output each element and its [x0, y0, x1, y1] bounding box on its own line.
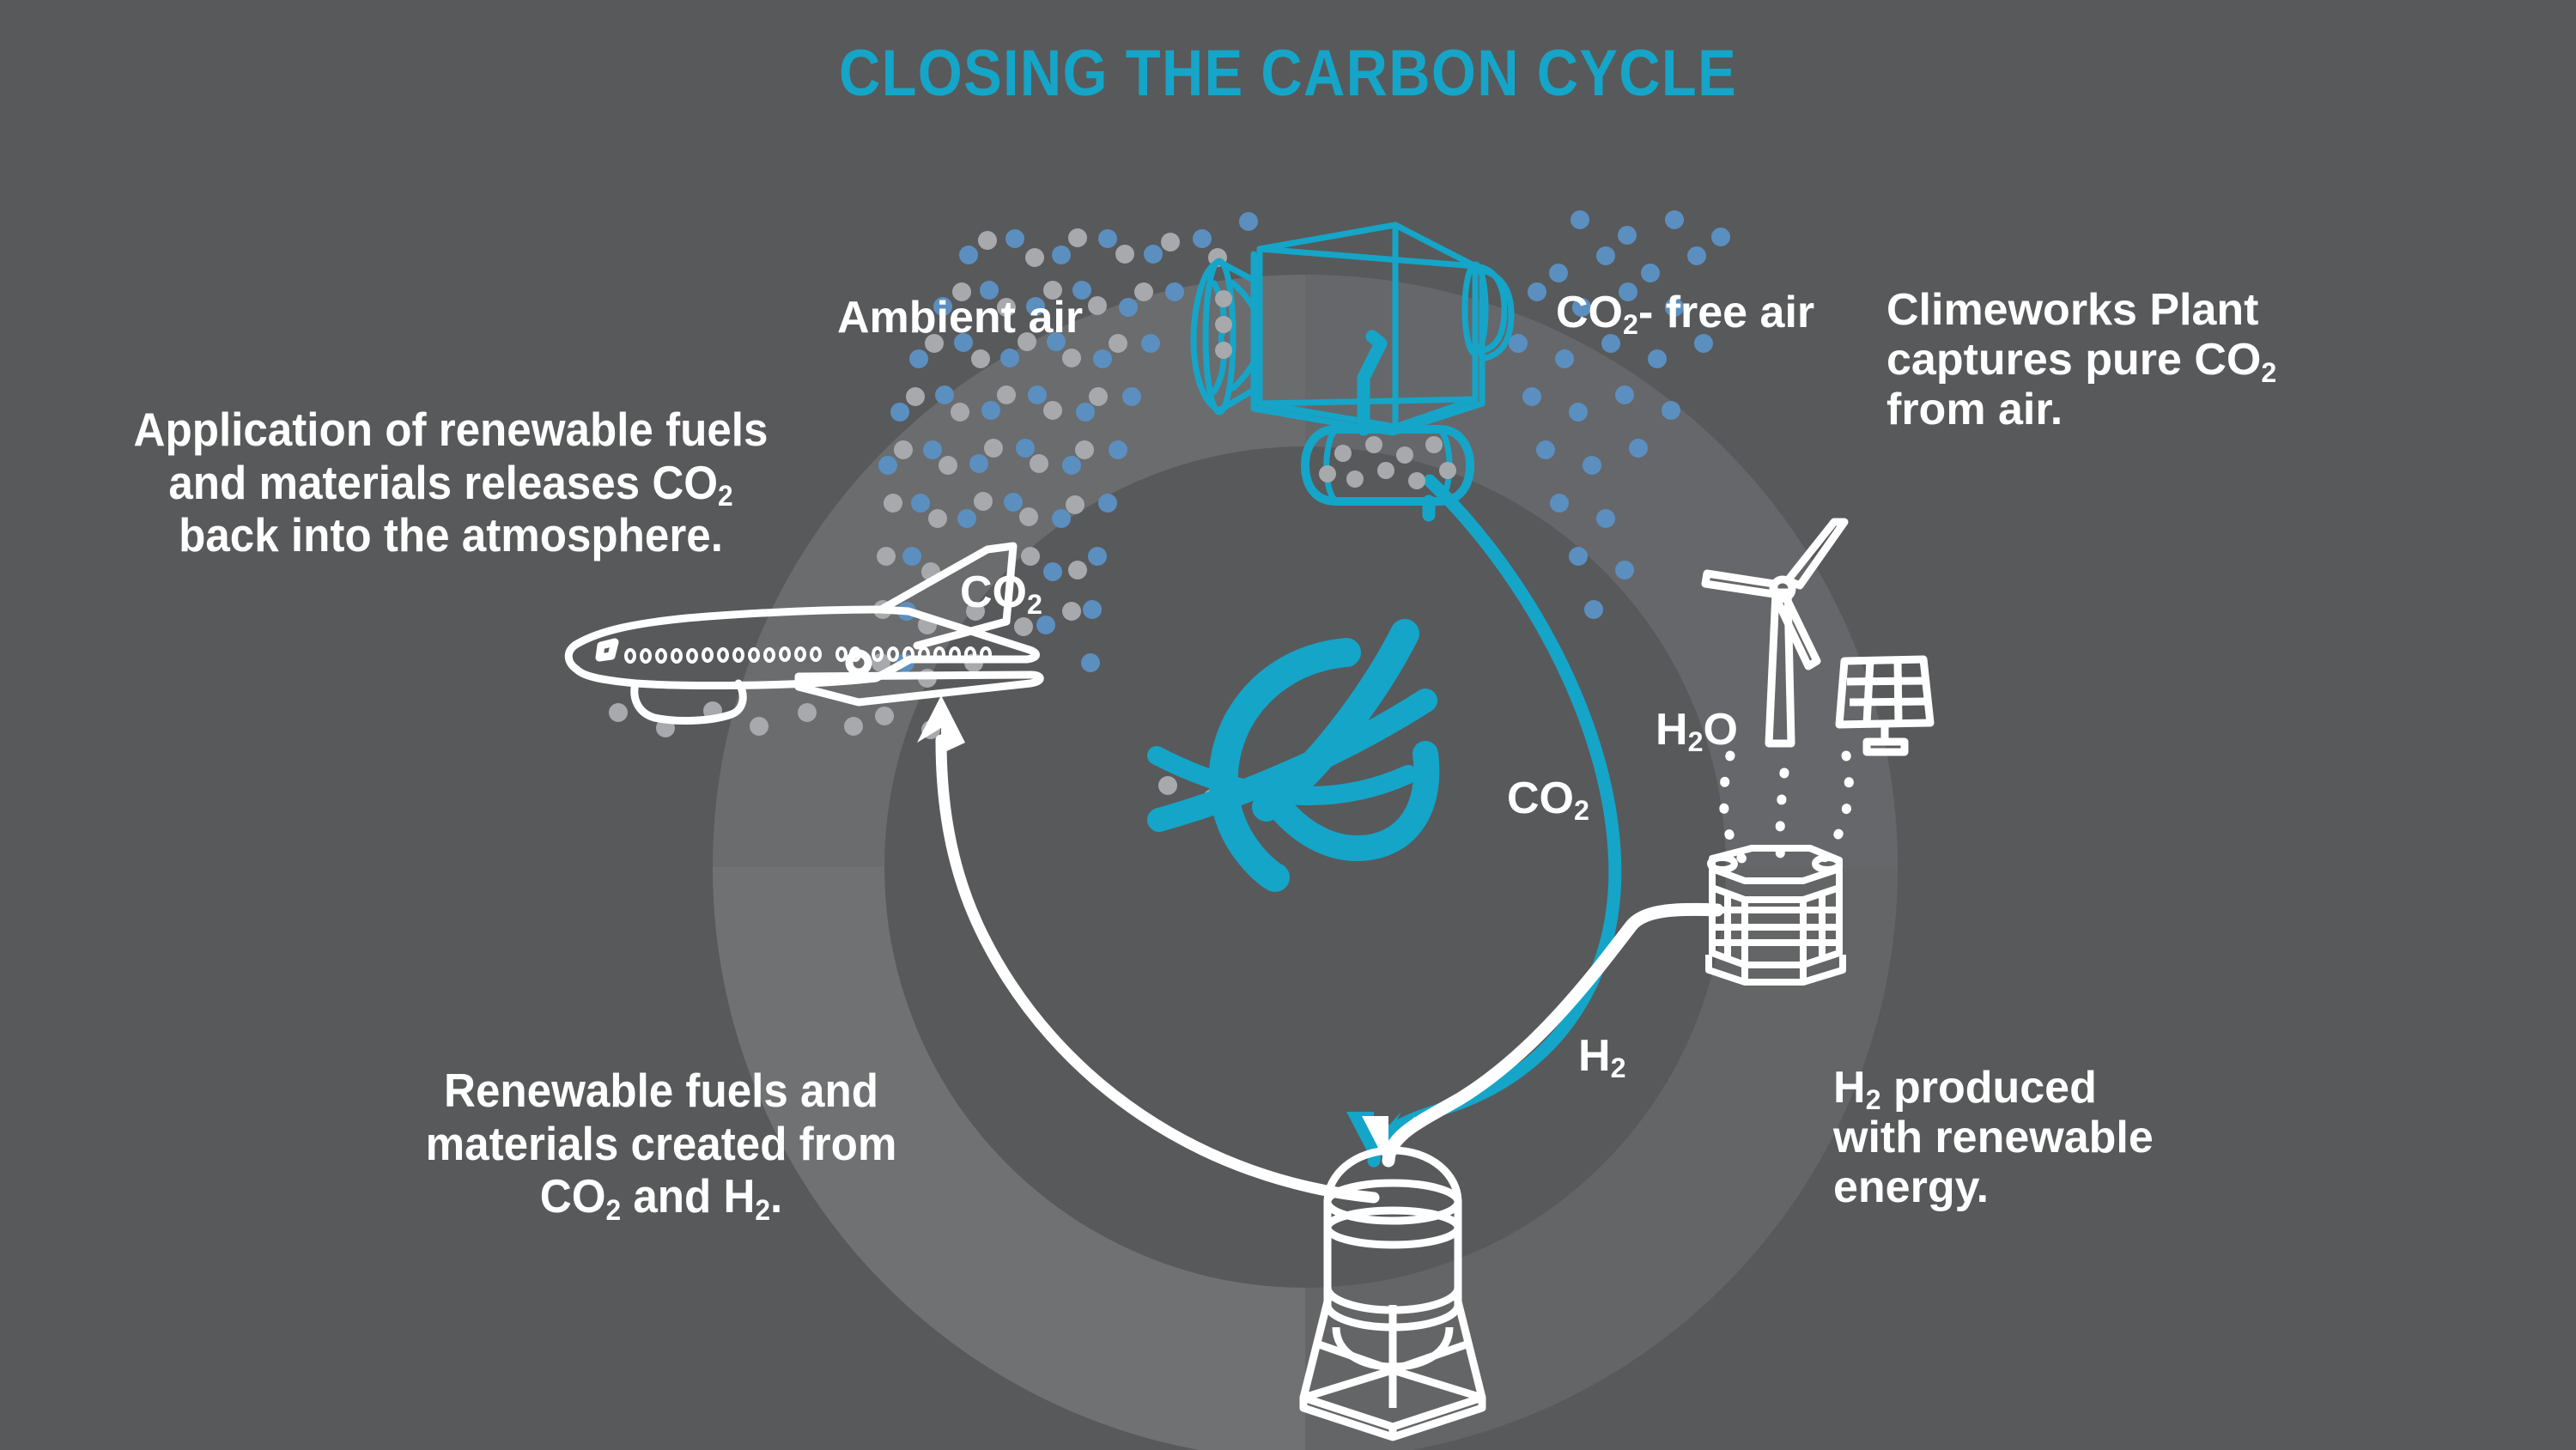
callout-climeworks-plant: Climeworks Plant captures pure CO2 from … [1886, 285, 2436, 435]
callout-application: Application of renewable fuels and mater… [80, 403, 823, 562]
page-title: CLOSING THE CARBON CYCLE [838, 37, 1738, 110]
callout-application-line2: and materials releases CO2 [168, 455, 733, 513]
captured-co2-dots [1319, 436, 1456, 489]
callout-hydrogen-line3: energy. [1833, 1162, 1990, 1213]
callout-application-line1: Application of renewable fuels [133, 403, 769, 456]
callout-plant-line1: Climeworks Plant [1886, 285, 2259, 335]
box-interior-dots [1215, 290, 1232, 359]
energy-dotted-lines [1718, 750, 1854, 881]
callout-hydrogen-line1: H2 produced [1833, 1063, 2097, 1116]
airplane-windows [624, 646, 992, 664]
label-h2-flow: H2 [1578, 1031, 1626, 1084]
callout-renewable-line1: Renewable fuels and [444, 1064, 878, 1117]
callout-hydrogen: H2 produced with renewable energy. [1833, 1063, 2366, 1213]
label-co2-emissions: CO2 [960, 567, 1042, 621]
callout-renewable-line3: CO2 and H2. [539, 1169, 783, 1228]
fuel-pipe [935, 734, 1380, 1204]
h2-arrowhead [1362, 1116, 1415, 1168]
h2-pipe [1382, 902, 1724, 1168]
fuel-arrowhead [917, 695, 965, 754]
label-co2-flow: CO2 [1507, 774, 1589, 827]
callout-renewable-fuels: Renewable fuels and materials created fr… [382, 1064, 941, 1228]
label-ambient-air: Ambient air [837, 293, 1084, 343]
label-co2-free-air: CO2- free air [1556, 288, 1815, 341]
callout-hydrogen-line2: with renewable [1833, 1113, 2154, 1163]
callout-plant-line2: captures pure CO2 [1886, 335, 2277, 388]
label-h2o: H2O [1656, 705, 1738, 758]
callout-renewable-line2: materials created from [425, 1116, 897, 1170]
callout-plant-line3: from air. [1886, 385, 2063, 435]
callout-application-line3: back into the atmosphere. [179, 508, 723, 562]
